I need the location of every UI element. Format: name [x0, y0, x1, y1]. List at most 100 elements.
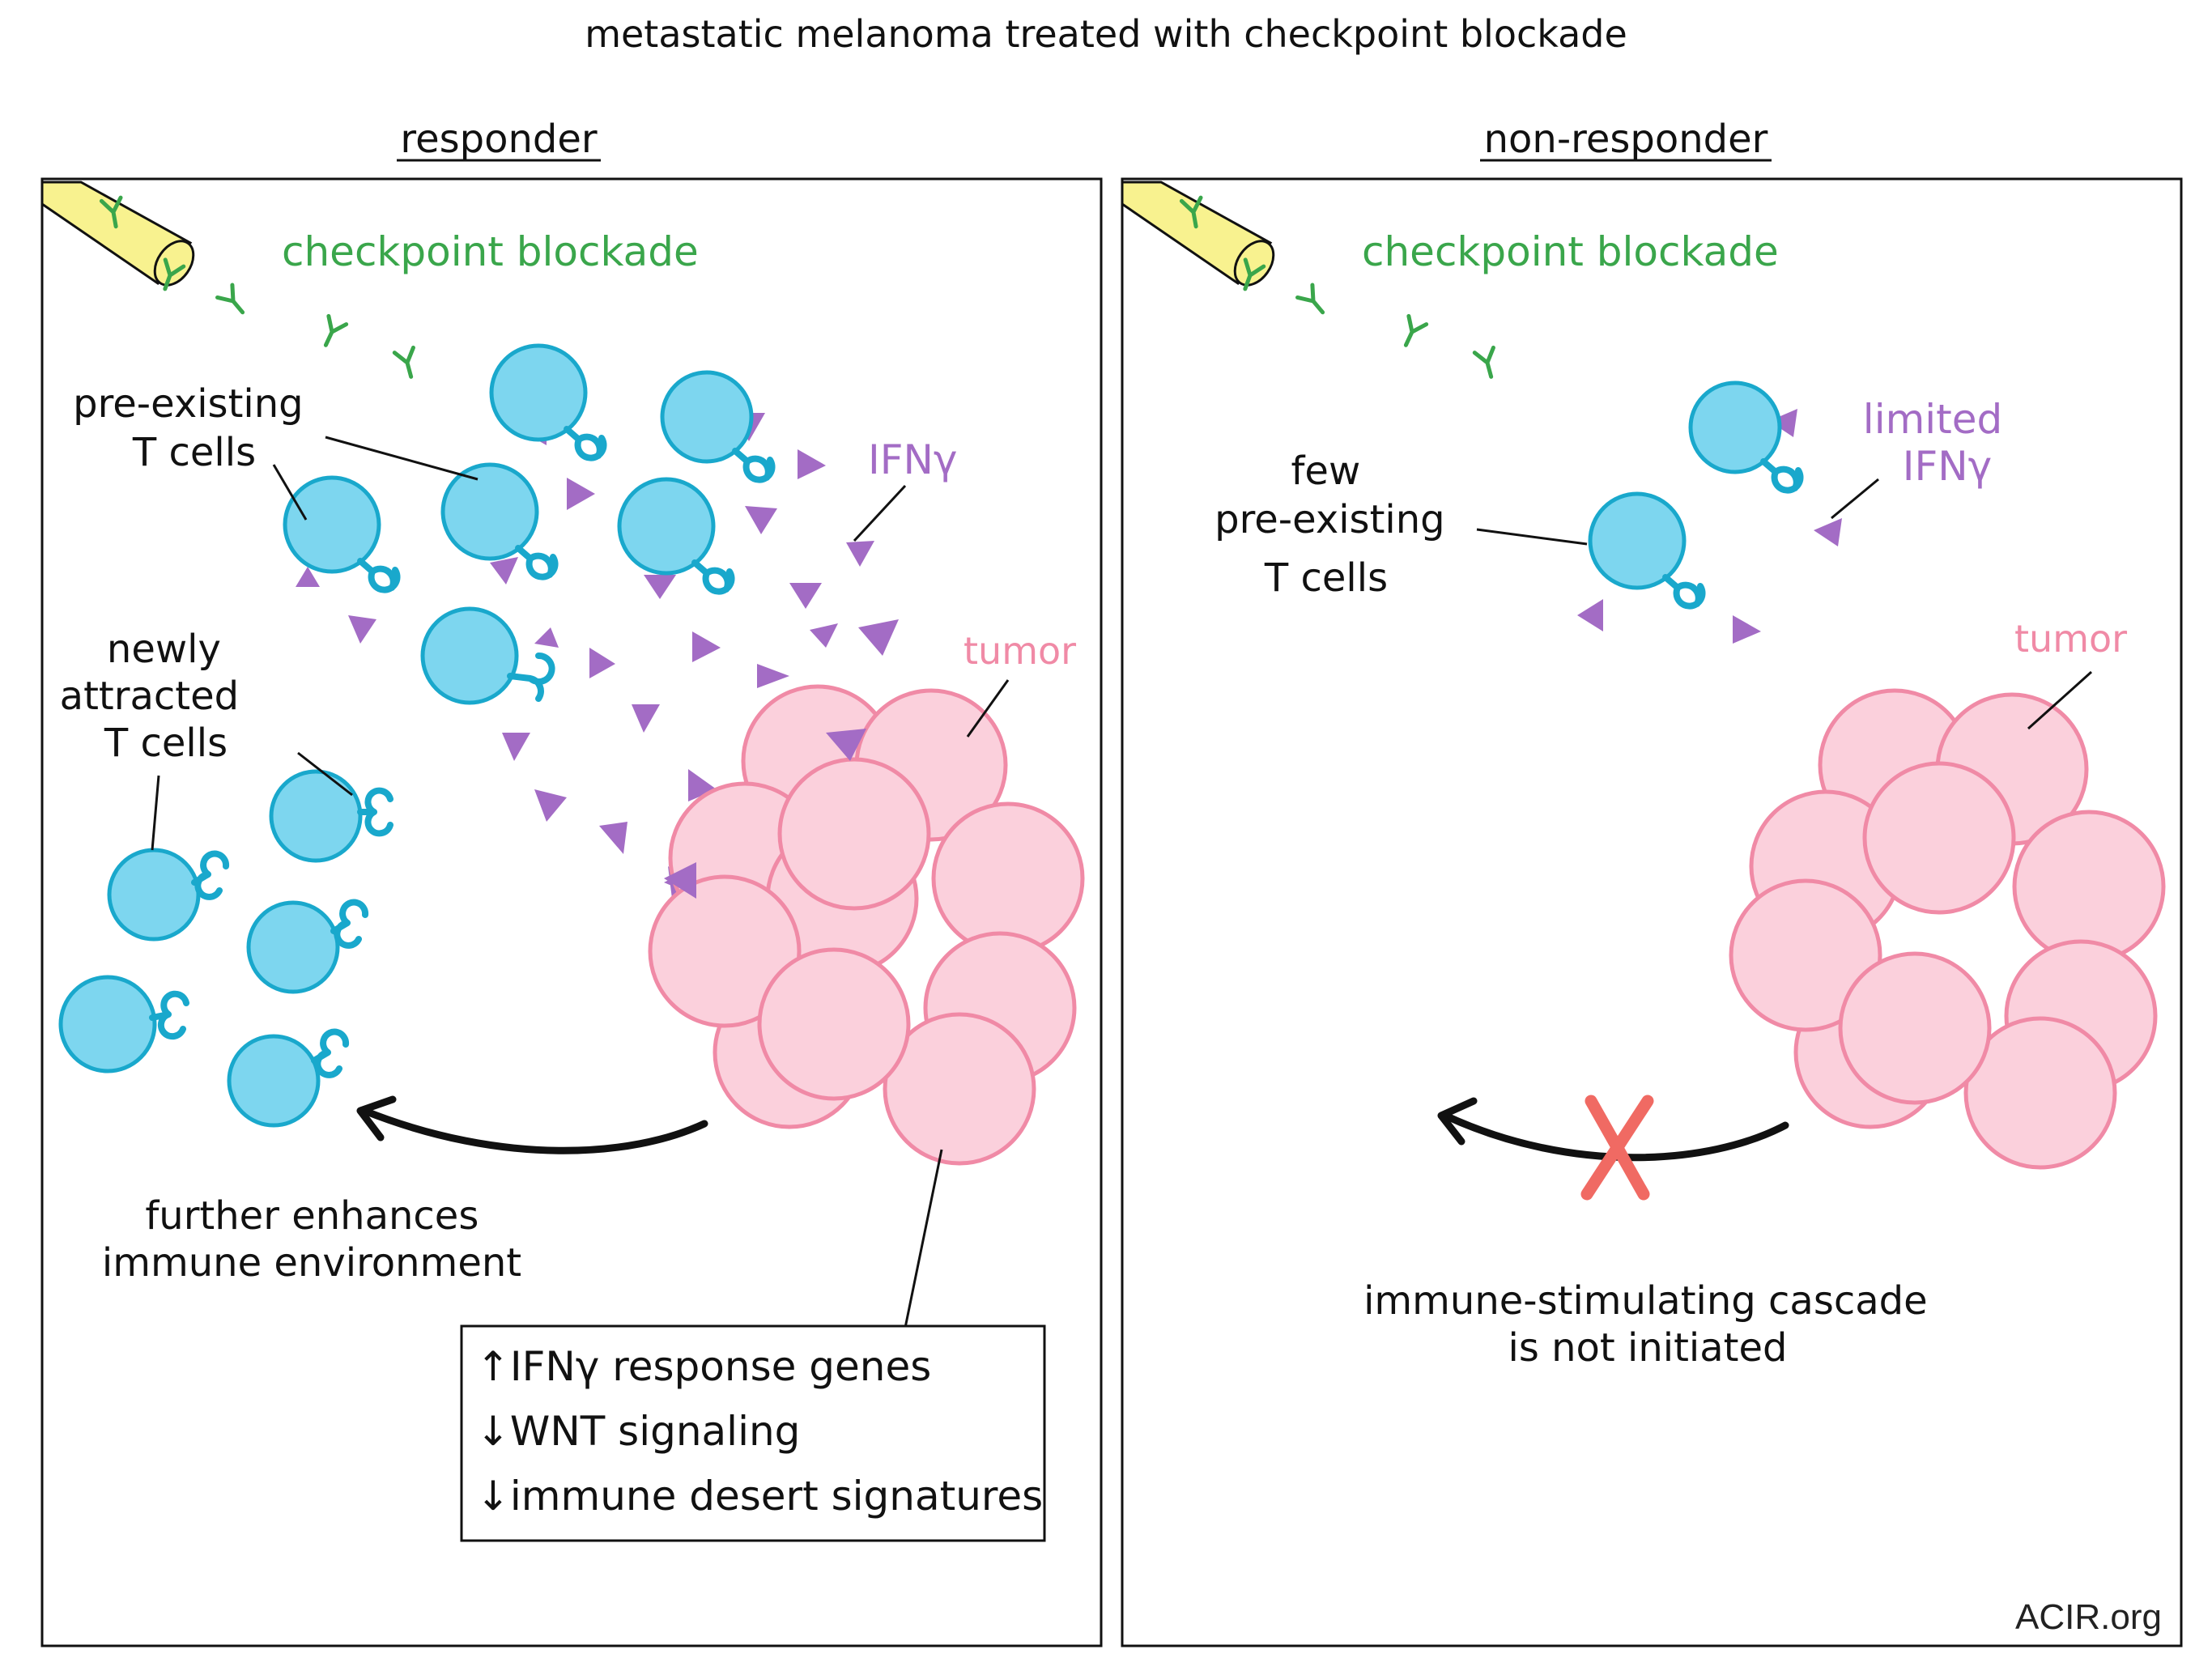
antibody-icon [1472, 345, 1495, 379]
t-cell-icon [227, 1028, 350, 1128]
t-cell-icon [246, 899, 369, 994]
t-cell-icon [107, 848, 230, 942]
ifn-gamma-triangle-icon [798, 449, 826, 479]
responder-tumor [648, 684, 1085, 1166]
ifn-gamma-triangle-icon [348, 615, 376, 644]
signature-wnt: ↓WNT signaling [476, 1408, 800, 1455]
ifn-gamma-triangle-icon [644, 575, 676, 599]
non-responder-ifn-label: limited IFNγ [1863, 396, 2015, 490]
ifn-gamma-triangle-icon [534, 627, 559, 648]
antibody-icon [1403, 313, 1429, 347]
t-cell-icon [420, 606, 555, 705]
tumor-cell-icon [2012, 810, 2166, 963]
tumor-cell-icon [1838, 951, 1992, 1105]
t-cell-icon [269, 769, 393, 863]
t-cell-icon [617, 477, 735, 595]
t-cell-icon [1688, 380, 1804, 494]
signature-immune-desert: ↓immune desert signatures [476, 1473, 1043, 1520]
antibody-icon [163, 257, 186, 291]
responder-pre-existing-line: pre-existing [73, 381, 303, 427]
t-cell-icon [1588, 491, 1706, 610]
responder-ifn-label: IFNγ [868, 436, 958, 483]
non-responder-ifn-line: IFNγ [1903, 443, 1993, 490]
responder-newly-line: attracted [60, 674, 239, 719]
non-responder-arrow-line: is not initiated [1508, 1325, 1788, 1371]
ifn-gamma-triangle-icon [534, 789, 567, 822]
ifn-gamma-triangle-icon [567, 478, 595, 510]
tumor-cell-icon [1963, 1016, 2117, 1170]
non-responder-pre-existing-label: few pre-existing T cells [1214, 449, 1457, 601]
signature-ifn-genes: ↑IFNγ response genes [476, 1343, 931, 1390]
responder-newly-attracted-label: newly attracted T cells [60, 627, 252, 766]
ifn-gamma-triangle-icon [296, 567, 320, 587]
antibody-icon [99, 195, 123, 229]
curved-arrow-icon [356, 1095, 708, 1154]
ifn-gamma-triangle-icon [846, 541, 874, 567]
non-responder-arrow-label: immune-stimulating cascade is not initia… [1363, 1278, 1940, 1371]
ifn-gamma-triangle-icon [1814, 518, 1842, 546]
tumor-cell-icon [1862, 761, 2016, 915]
non-responder-tumor-label: tumor [2014, 617, 2127, 661]
ifn-gamma-triangle-icon [757, 664, 789, 688]
ifn-gamma-triangle-icon [688, 769, 717, 801]
syringe-icon [1121, 181, 1275, 287]
responder-newly-line: newly [107, 627, 221, 672]
responder-antibodies [99, 195, 415, 379]
non-responder-checkpoint-label: checkpoint blockade [1362, 228, 1779, 275]
responder-panel [40, 177, 1103, 1647]
responder-arrow-line: further enhances [145, 1193, 479, 1239]
ifn-gamma-triangle-icon [664, 862, 696, 899]
ifn-gamma-triangle-icon [745, 506, 777, 534]
tumor-cell-icon [777, 757, 931, 911]
non-responder-heading: non-responder [1484, 117, 1768, 162]
ifn-gamma-triangle-icon [1769, 409, 1797, 437]
non-responder-tumor [1729, 688, 2166, 1170]
ifn-gamma-triangle-icon [1577, 599, 1603, 631]
responder-newly-attracted-t-cells [58, 769, 393, 1128]
responder-pre-existing-line: T cells [132, 430, 256, 475]
ifn-gamma-triangle-icon [599, 822, 627, 854]
tumor-cell-icon [757, 947, 911, 1101]
ifn-gamma-triangle-icon [502, 733, 530, 761]
non-responder-arrow-line: immune-stimulating cascade [1363, 1278, 1928, 1324]
ifn-gamma-triangle-icon [810, 623, 838, 648]
non-responder-t-cells [1588, 380, 1804, 610]
non-responder-ifn-gamma [1577, 409, 1842, 644]
t-cell-icon [489, 343, 607, 461]
responder-pre-existing-label: pre-existing T cells [73, 381, 316, 475]
t-cell-icon [283, 475, 401, 593]
responder-pre-existing-t-cells [283, 343, 776, 705]
ifn-gamma-triangle-icon [632, 704, 660, 733]
non-responder-panel [1121, 177, 2183, 1647]
leader-lines [151, 436, 2093, 1329]
t-cell-icon [440, 462, 559, 580]
responder-tumor-label: tumor [963, 629, 1076, 673]
antibody-icon [323, 313, 349, 347]
ifn-gamma-triangle-icon [858, 619, 899, 656]
ifn-gamma-triangle-icon [692, 631, 721, 662]
tumor-cell-icon [648, 874, 802, 1028]
responder-arrow-line: immune environment [102, 1240, 521, 1286]
non-responder-pre-existing-line: T cells [1264, 555, 1388, 601]
tumor-cell-icon [1729, 878, 1882, 1032]
t-cell-icon [58, 975, 189, 1073]
ifn-gamma-triangle-icon [589, 648, 615, 678]
ifn-gamma-triangle-icon [1733, 615, 1761, 644]
figure-title: metastatic melanoma treated with checkpo… [585, 12, 1627, 56]
responder-checkpoint-label: checkpoint blockade [282, 228, 699, 275]
responder-newly-line: T cells [104, 721, 228, 766]
ifn-gamma-triangle-icon [789, 583, 822, 609]
antibody-icon [1179, 195, 1203, 229]
tumor-cell-icon [931, 801, 1085, 955]
t-cell-icon [660, 370, 776, 483]
non-responder-pre-existing-line: pre-existing [1214, 497, 1444, 542]
non-responder-pre-existing-line: few [1291, 449, 1361, 494]
antibody-icon [392, 345, 415, 379]
tumor-cell-icon [883, 1012, 1036, 1166]
curved-arrow-icon [1437, 1097, 1789, 1162]
antibody-icon [1243, 257, 1266, 291]
ifn-gamma-triangle-icon [826, 729, 866, 761]
signature-box [460, 1324, 1046, 1542]
responder-heading: responder [400, 117, 597, 162]
